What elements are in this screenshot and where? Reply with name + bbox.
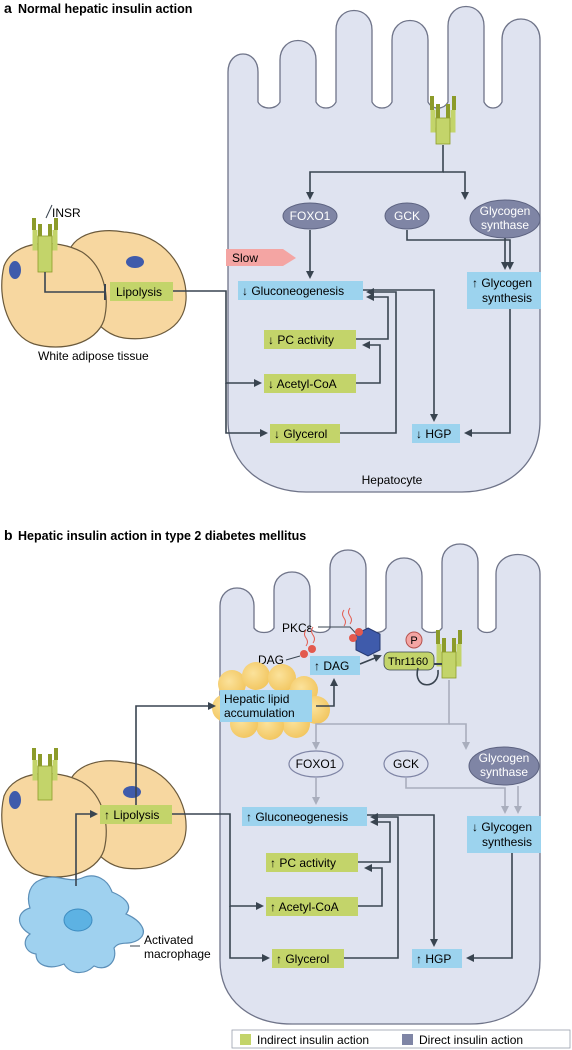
dag-label: DAG	[258, 653, 284, 667]
hgp-box-a	[412, 424, 460, 443]
slow-tag-a	[226, 249, 296, 266]
glycerol-box-b	[272, 949, 344, 968]
dag-molecule-icon	[308, 645, 316, 653]
legend-indirect-swatch	[240, 1034, 251, 1045]
lipolysis-label-a: Lipolysis	[116, 285, 162, 299]
slow-label-a: Slow	[232, 251, 258, 265]
pkc-label: PKCε	[282, 621, 313, 635]
glycogen-synthesis-label-a-1: ↑ Glycogen	[472, 276, 532, 290]
gluconeogenesis-label-b: ↑ Gluconeogenesis	[246, 810, 348, 824]
panel-b-letter: b	[4, 527, 13, 543]
glycerol-box-a	[270, 424, 340, 443]
phospho-label: P	[410, 635, 417, 647]
insulin-receptor-icon-b	[436, 630, 462, 679]
legend-indirect-label: Indirect insulin action	[257, 1033, 369, 1047]
legend-box	[231, 1029, 571, 1049]
glycerol-label-b: ↑ Glycerol	[276, 952, 329, 966]
glycogen-synthase-label-b-1: Glycogen	[479, 751, 530, 765]
gck-oval-a	[384, 202, 430, 230]
dag-box	[310, 656, 360, 675]
acetyl-coa-box-b	[266, 897, 358, 916]
macrophage-nucleus-icon	[63, 908, 93, 932]
glycogen-synthesis-label-b-1: ↓ Glycogen	[472, 820, 532, 834]
insr-receptor-icon-b	[32, 748, 58, 801]
pc-activity-box-a	[264, 330, 356, 349]
insr-receptor-icon-a	[32, 218, 58, 273]
adipose-label-a: White adipose tissue	[38, 349, 149, 363]
glycerol-label-a: ↓ Glycerol	[274, 427, 327, 441]
glycogen-synthase-label-a-1: Glycogen	[480, 204, 531, 218]
pc-activity-box-b	[266, 853, 358, 872]
acetyl-coa-label-a: ↓ Acetyl-CoA	[268, 377, 337, 391]
phospho-icon	[405, 631, 423, 649]
gck-label-a: GCK	[394, 209, 420, 223]
pc-activity-label-a: ↓ PC activity	[268, 333, 334, 347]
foxo1-label-b: FOXO1	[296, 757, 337, 771]
thr1160-box	[383, 651, 435, 671]
dag-molecule-icon	[349, 634, 357, 642]
dag-molecule-icon	[300, 650, 308, 658]
gluconeogenesis-box-b	[242, 807, 367, 826]
gluconeogenesis-label-a: ↓ Gluconeogenesis	[242, 284, 344, 298]
glycogen-synthase-oval-b	[468, 746, 540, 786]
dag-box-label: ↑ DAG	[314, 659, 349, 673]
lipolysis-box-b	[100, 805, 172, 824]
lipid-accumulation-box	[220, 690, 312, 722]
foxo1-label-a: FOXO1	[290, 209, 331, 223]
glycogen-synthase-label-a-2: synthase	[481, 218, 529, 232]
glycogen-synthesis-label-a-2: synthesis	[482, 291, 532, 305]
hepatocyte-cell-a	[227, 5, 541, 493]
lipolysis-box-a	[110, 282, 173, 301]
acetyl-coa-box-a	[264, 374, 356, 393]
thr1160-label: Thr1160	[388, 656, 428, 668]
hgp-label-b: ↑ HGP	[416, 952, 451, 966]
hgp-box-b	[412, 949, 462, 968]
glycogen-synthesis-box-b	[467, 816, 541, 853]
acetyl-coa-label-b: ↑ Acetyl-CoA	[270, 900, 339, 914]
macrophage-label-2: macrophage	[144, 947, 211, 961]
panel-b-title: Hepatic insulin action in type 2 diabete…	[18, 529, 306, 543]
lipid-label-1: Hepatic lipid	[224, 692, 289, 706]
insulin-receptor-icon	[430, 96, 456, 145]
pc-activity-label-b: ↑ PC activity	[270, 856, 336, 870]
legend-direct-swatch	[402, 1034, 413, 1045]
gluconeogenesis-box-a	[238, 281, 363, 300]
gck-label-b: GCK	[393, 757, 419, 771]
foxo1-oval-a	[282, 202, 338, 230]
lipid-label-2: accumulation	[224, 706, 295, 720]
hepatocyte-label-a: Hepatocyte	[362, 473, 423, 487]
gck-oval-b	[383, 750, 429, 778]
lipolysis-label-b: ↑ Lipolysis	[104, 808, 159, 822]
panel-a-letter: a	[4, 0, 12, 16]
dag-molecule-icon	[355, 628, 363, 636]
hgp-label-a: ↓ HGP	[416, 427, 451, 441]
glycogen-synthase-label-b-2: synthase	[480, 765, 528, 779]
legend-direct-label: Direct insulin action	[419, 1033, 523, 1047]
foxo1-oval-b	[288, 750, 344, 778]
panel-a-title: Normal hepatic insulin action	[18, 2, 192, 16]
glycogen-synthesis-label-b-2: synthesis	[482, 835, 532, 849]
insr-label: INSR	[52, 206, 81, 220]
glycogen-synthesis-box-a	[467, 272, 541, 309]
macrophage-label-1: Activated	[144, 933, 193, 947]
